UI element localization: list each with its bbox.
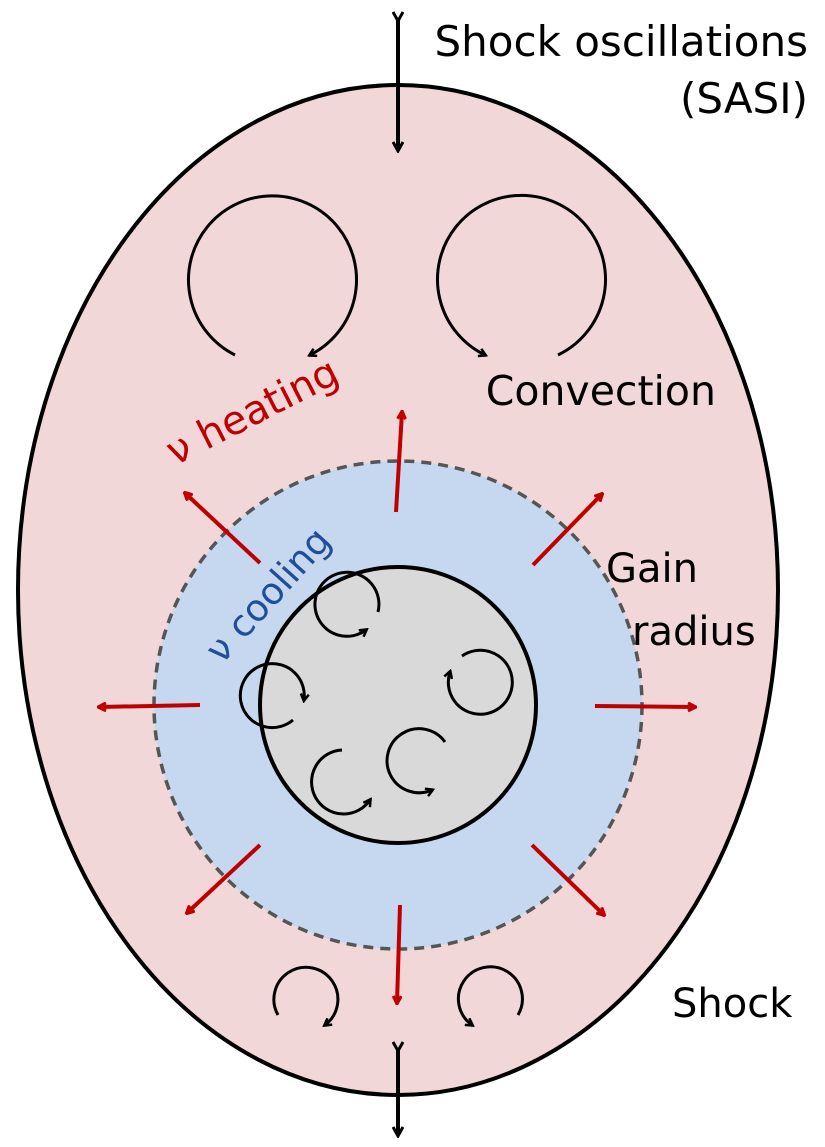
core xyxy=(260,567,536,843)
shock-oscillations-label: Shock oscillations xyxy=(435,17,809,66)
outward-arrow-icon xyxy=(595,706,695,707)
outward-arrow-icon xyxy=(99,705,200,707)
shock-label: Shock xyxy=(672,981,793,1027)
sasi-label: (SASI) xyxy=(680,74,808,123)
gain-label: Gain xyxy=(606,546,698,592)
radius-label: radius xyxy=(632,609,756,655)
convection-label: Convection xyxy=(486,367,716,415)
